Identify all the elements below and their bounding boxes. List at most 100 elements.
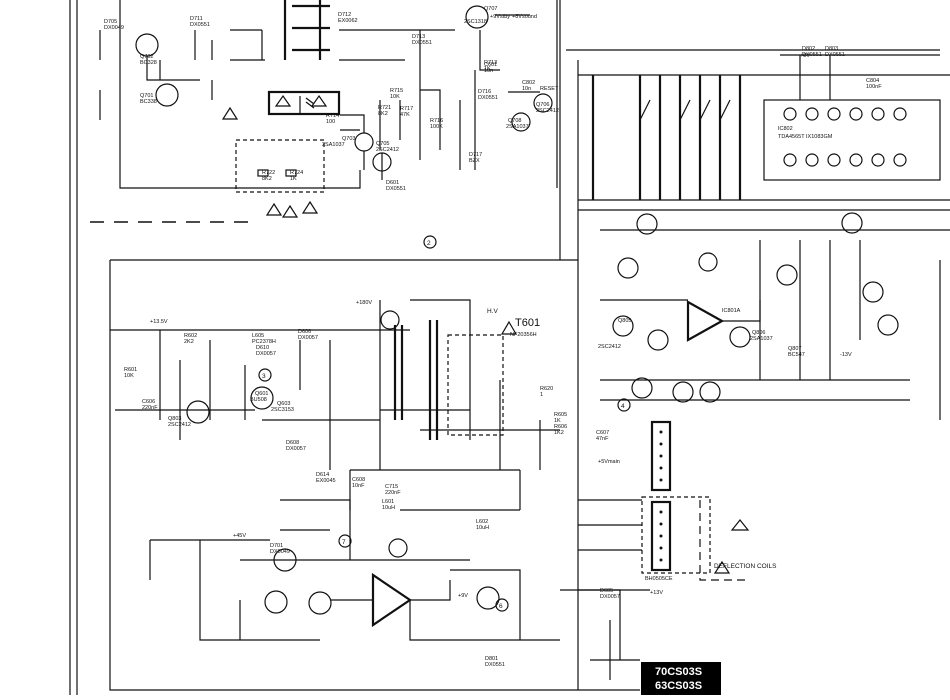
frame-lines bbox=[69, 0, 950, 695]
warning-triangle-icon bbox=[500, 320, 518, 335]
component-ref: L602 bbox=[476, 519, 488, 525]
component-ref: C802 bbox=[522, 80, 535, 86]
component-ref: D705 bbox=[104, 19, 117, 25]
marker-3: 3 bbox=[262, 373, 266, 380]
component-ref: Q706 bbox=[536, 102, 549, 108]
connector-section bbox=[560, 420, 750, 680]
warning-triangle-icon bbox=[281, 204, 299, 218]
component-ref: Q806 bbox=[752, 330, 765, 336]
component-value: 100nF bbox=[866, 84, 882, 90]
component-value: 8K2 bbox=[378, 111, 388, 117]
model-label-63: 63CS03S bbox=[655, 680, 703, 692]
component-value: DX0551 bbox=[478, 95, 498, 101]
component-ref: Q703 bbox=[342, 136, 355, 142]
ic-main-label: IC801A bbox=[722, 308, 741, 314]
warning-triangle-icon bbox=[265, 202, 283, 216]
component-ref: D608 bbox=[286, 440, 299, 446]
component-ref: D614 bbox=[316, 472, 329, 478]
component-ref: D605 bbox=[600, 588, 613, 594]
component-value: 100 bbox=[326, 119, 335, 125]
marker-6: 6 bbox=[499, 603, 503, 610]
component-ref: D716 bbox=[478, 89, 491, 95]
component-ref: Q601 bbox=[255, 391, 268, 397]
rail-45v: +45V bbox=[233, 533, 246, 539]
component-value: 2SC2412 bbox=[598, 344, 621, 350]
component-ref: R721 bbox=[378, 105, 391, 111]
rail-5vmain: +5Vmain bbox=[598, 459, 620, 465]
component-ref: D713 bbox=[412, 34, 425, 40]
component-ref: L601 bbox=[382, 499, 394, 505]
component-ref: C715 bbox=[385, 484, 398, 490]
component-value: PC2378H bbox=[252, 339, 276, 345]
component-ref: L605 bbox=[252, 333, 264, 339]
marker-4: 4 bbox=[621, 403, 625, 410]
component-value: 1 bbox=[540, 392, 543, 398]
component-ref: C606 bbox=[142, 399, 155, 405]
component-ref: Q603 bbox=[277, 401, 290, 407]
model-label-box: 70CS03S 63CS03S bbox=[641, 662, 721, 695]
component-value: DX0551 bbox=[825, 52, 845, 58]
labels: T601 NF20356H H.V DEFLECTION COILS BH050… bbox=[104, 6, 882, 668]
ic-right-part: TDA4565T IX1083GM bbox=[778, 134, 833, 140]
component-ref: R620 bbox=[540, 386, 553, 392]
component-ref: Q701 bbox=[140, 93, 153, 99]
component-ref: R602 bbox=[184, 333, 197, 339]
power-section bbox=[99, 0, 553, 193]
component-value: 2SA1037 bbox=[322, 142, 345, 148]
component-value: DX0551 bbox=[190, 22, 210, 28]
component-ref: R724 bbox=[290, 170, 303, 176]
rail-8v: +8V bbox=[800, 53, 810, 59]
rail-9vstby: +9Vstby bbox=[490, 14, 510, 20]
model-label-70: 70CS03S bbox=[655, 666, 703, 678]
component-value: DX0551 bbox=[386, 186, 406, 192]
component-ref: C607 bbox=[596, 430, 609, 436]
component-ref: Q705 bbox=[376, 141, 389, 147]
section-markers: 2 3 4 6 7 bbox=[258, 235, 631, 612]
rail-13v: +13V bbox=[650, 590, 663, 596]
component-value: 2SC2412 bbox=[168, 422, 191, 428]
marker-7: 7 bbox=[342, 539, 346, 546]
horizontal-section bbox=[110, 299, 560, 641]
component-value: DX0057 bbox=[298, 335, 318, 341]
component-value: 220nF bbox=[142, 405, 158, 411]
component-value: BZX bbox=[469, 158, 480, 164]
component-ref: R601 bbox=[124, 367, 137, 373]
component-value: DX0057 bbox=[286, 446, 306, 452]
component-ref: C804 bbox=[866, 78, 879, 84]
component-ref: Q805 bbox=[618, 318, 631, 324]
transformer-part: NF20356H bbox=[510, 332, 537, 338]
component-value: 100K bbox=[430, 124, 443, 130]
rail-8vsound: +8Vsound bbox=[512, 14, 537, 20]
transformer-ref: T601 bbox=[515, 317, 540, 329]
component-ref: R606 bbox=[554, 424, 567, 430]
component-ref: Q702 bbox=[140, 54, 153, 60]
component-value: 47K bbox=[400, 112, 410, 118]
component-value: BC338 bbox=[140, 99, 157, 105]
component-value: 10uH bbox=[382, 505, 395, 511]
component-value: EX0062 bbox=[338, 18, 358, 24]
component-value: 2SA1037 bbox=[506, 124, 529, 130]
component-value: 8K2 bbox=[262, 176, 272, 182]
ic-right-label: IC802 bbox=[778, 126, 793, 132]
component-ref: R605 bbox=[554, 412, 567, 418]
component-value: 10uH bbox=[476, 525, 489, 531]
component-value: DX0551 bbox=[485, 662, 505, 668]
component-value: EX0045 bbox=[316, 478, 336, 484]
component-ref: D701 bbox=[270, 543, 283, 549]
component-ref: D606 bbox=[298, 329, 311, 335]
component-ref: R717 bbox=[400, 106, 413, 112]
warning-triangle-icon bbox=[301, 200, 319, 214]
component-ref: D801 bbox=[485, 656, 498, 662]
component-value: 2SC1318 bbox=[464, 19, 487, 25]
component-value: 1K2 bbox=[554, 430, 564, 436]
component-ref: Q708 bbox=[508, 118, 521, 124]
component-ref: D711 bbox=[190, 16, 203, 22]
component-value: 1K bbox=[554, 418, 561, 424]
deflection-coils-label: DEFLECTION COILS bbox=[714, 563, 777, 570]
component-ref: R715 bbox=[390, 88, 403, 94]
marker-2: 2 bbox=[427, 240, 431, 247]
component-ref: D802 bbox=[802, 46, 815, 52]
component-ref: R722 bbox=[262, 170, 275, 176]
component-value: BU508 bbox=[250, 397, 267, 403]
